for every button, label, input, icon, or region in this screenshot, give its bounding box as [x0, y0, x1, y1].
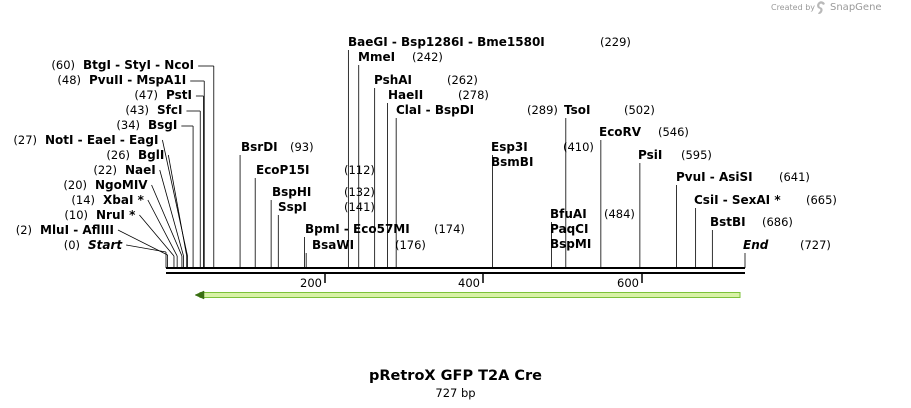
site-label: BaeGI - Bsp1286I - Bme1580I: [348, 35, 545, 49]
site-position: (14): [71, 193, 95, 207]
site-position: (20): [63, 178, 87, 192]
site-label: PshAI: [374, 73, 412, 87]
site-label: End: [743, 238, 769, 252]
restriction-sites: (0) Start (2) MluI - AflIII(10) NruI *(14) Xb…: [13, 35, 837, 268]
site-label: BspMI: [550, 237, 591, 251]
axis-tick-label: 600: [617, 276, 639, 290]
map-title-block: pRetroX GFP T2A Cre 727 bp: [0, 368, 911, 400]
site-label: NgoMIV: [95, 178, 148, 192]
site-label: BspHI: [272, 185, 311, 199]
site-label: XbaI *: [103, 193, 145, 207]
site-position: (262): [447, 73, 478, 87]
credit-label: Created by: [771, 3, 815, 12]
site-position: (289): [527, 103, 558, 117]
site-position: (47): [134, 88, 158, 102]
site-position: (27): [13, 133, 37, 147]
axis-tick-label: 400: [458, 276, 480, 290]
site-connector: [151, 184, 183, 257]
site-position: (132): [344, 185, 375, 199]
site-label: BsgI: [148, 118, 177, 132]
site-position: (502): [624, 103, 655, 117]
site-label: Esp3I: [491, 140, 528, 154]
site-label: BsrDI: [241, 140, 278, 154]
site-position: (141): [344, 200, 375, 214]
site-position: (229): [600, 35, 631, 49]
site-label: PvuII - MspA1I: [89, 73, 186, 87]
site-position: (410): [563, 140, 594, 154]
site-position: (176): [395, 238, 426, 252]
axis-tick-label: 200: [300, 276, 322, 290]
site-label: NruI *: [96, 208, 136, 222]
site-label: MluI - AflIII: [40, 223, 114, 237]
site-position: (727): [800, 238, 831, 252]
site-position: (174): [434, 222, 465, 236]
axis-tick-200: 200: [300, 273, 326, 290]
site-label: BstBI: [710, 215, 746, 229]
site-position: (34): [116, 118, 140, 132]
site-label: PvuI - AsiSI: [676, 170, 753, 184]
site-position: (10): [64, 208, 88, 222]
site-label: NaeI: [125, 163, 156, 177]
site-position: (2): [16, 223, 32, 237]
site-position: (93): [290, 140, 314, 154]
site-position: (112): [344, 163, 375, 177]
site-label: BglI: [138, 148, 164, 162]
site-position: (546): [658, 125, 689, 139]
site-label: CsiI - SexAI *: [694, 193, 781, 207]
site-label: BtgI - StyI - NcoI: [83, 58, 194, 72]
site-position: (665): [806, 193, 837, 207]
site-position: (686): [762, 215, 793, 229]
site-label: BfuAI: [550, 207, 587, 221]
axis-tick-600: 600: [617, 273, 643, 290]
site-label: BpmI - Eco57MI: [305, 222, 410, 236]
brand-label: SnapGene: [830, 2, 882, 13]
site-position: (0): [64, 238, 80, 252]
site-position: (48): [57, 73, 81, 87]
site-position: (595): [681, 148, 712, 162]
site-connector: [117, 229, 168, 256]
site-label: PsiI: [638, 148, 662, 162]
site-label: HaeII: [388, 88, 423, 102]
site-label: BsaWI: [312, 238, 354, 252]
map-length: 727 bp: [435, 386, 476, 400]
site-label: ClaI - BspDI: [396, 103, 474, 117]
site-connector: [162, 139, 188, 257]
site-label: Start: [88, 238, 123, 252]
axis-tick-400: 400: [458, 273, 484, 290]
site-label: EcoP15I: [256, 163, 310, 177]
site-connector: [147, 199, 178, 257]
site-position: (242): [412, 50, 443, 64]
site-label: BsmBI: [491, 155, 533, 169]
site-label: SspI: [278, 200, 307, 214]
map-title: pRetroX GFP T2A Cre: [368, 368, 542, 384]
site-position: (26): [106, 148, 130, 162]
site-label: NotI - EaeI - EagI: [45, 133, 158, 147]
site-label: MmeI: [358, 50, 395, 64]
site-label: PstI: [166, 88, 192, 102]
site-label: EcoRV: [599, 125, 642, 139]
site-position: (278): [458, 88, 489, 102]
site-connector: [139, 214, 175, 257]
site-connector: [159, 169, 184, 257]
site-position: (641): [779, 170, 810, 184]
site-label: SfcI: [157, 103, 182, 117]
site-position: (484): [604, 207, 635, 221]
site-position: (22): [93, 163, 117, 177]
snapgene-logo-icon: [817, 1, 825, 15]
site-label: PaqCI: [550, 222, 588, 236]
feature-arrow[interactable]: [194, 290, 741, 300]
site-label: TsoI: [564, 103, 590, 117]
site-position: (43): [125, 103, 149, 117]
site-position: (60): [51, 58, 75, 72]
